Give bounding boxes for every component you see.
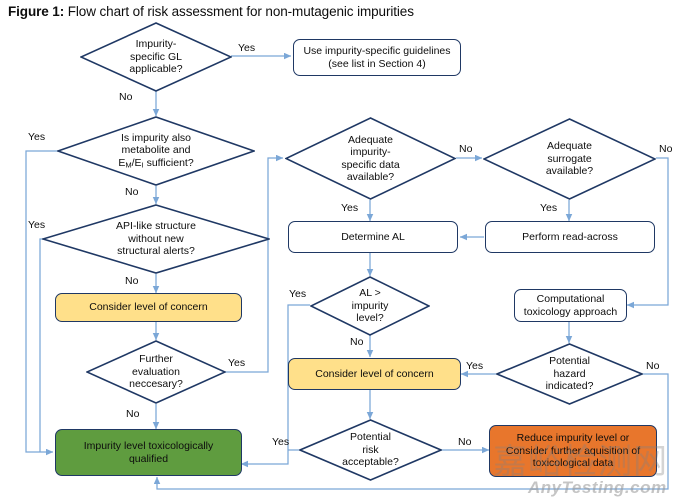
process-label: Impurity level toxicologically qualified [84, 440, 214, 465]
edge-label-api-yes: Yes [28, 219, 46, 231]
line: (see list in Section 4) [328, 57, 426, 70]
process-label: Computational toxicology approach [524, 293, 617, 318]
process-label: Reduce impurity level or Consider furthe… [506, 432, 640, 469]
edge-label-further-yes: Yes [228, 357, 246, 369]
process-determine-al[interactable]: Determine AL [288, 221, 458, 253]
process-label: Use impurity-specific guidelines (see li… [303, 45, 450, 70]
diamond-shape [57, 116, 255, 186]
figure-caption: Figure 1: Flow chart of risk assessment … [8, 4, 414, 19]
decision-api-like-structure[interactable]: API-like structure without new structura… [42, 204, 270, 274]
process-perform-read-across[interactable]: Perform read-across [485, 221, 655, 253]
process-computational-toxicology-approach[interactable]: Computational toxicology approach [514, 289, 627, 322]
decision-potential-hazard-indicated[interactable]: Potential hazard indicated? [496, 343, 643, 405]
diamond-shape [496, 343, 643, 405]
line: Consider further aquisition of [505, 444, 641, 457]
edge-label-further-no: No [126, 408, 140, 420]
edge-label-metabolite-no: No [125, 186, 139, 198]
decision-is-impurity-metabolite[interactable]: Is impurity also metabolite and EM/EI su… [57, 116, 255, 186]
line: Reduce impurity level or [516, 432, 630, 445]
edge-label-risk-no: No [458, 436, 472, 448]
edge-label-surrogate-no: No [659, 143, 673, 155]
process-impurity-level-qualified[interactable]: Impurity level toxicologically qualified [55, 429, 242, 476]
edge-label-hazard-yes: Yes [466, 360, 484, 372]
edge-label-api-no: No [125, 275, 139, 287]
edge-label-gl-yes: Yes [238, 42, 256, 54]
process-reduce-impurity-level[interactable]: Reduce impurity level or Consider furthe… [489, 425, 657, 477]
decision-further-evaluation-necessary[interactable]: Further evaluation neccesary? [86, 340, 226, 404]
diamond-shape [42, 204, 270, 274]
line: Use impurity-specific guidelines [303, 45, 451, 58]
edge-label-gl-no: No [119, 91, 133, 103]
edge-label-al-no: No [350, 336, 364, 348]
line: qualified [128, 452, 169, 465]
process-label: Consider level of concern [89, 301, 208, 314]
decision-adequate-impurity-specific-data[interactable]: Adequate impurity- specific data availab… [285, 117, 456, 200]
edge-label-impdata-no: No [459, 143, 473, 155]
process-consider-level-of-concern-mid[interactable]: Consider level of concern [288, 358, 461, 390]
diamond-shape [483, 118, 656, 200]
diamond-shape [86, 340, 226, 404]
figure-label: Figure 1: [8, 4, 65, 19]
line: Computational [536, 293, 605, 306]
diamond-shape [80, 22, 232, 92]
diamond-shape [299, 419, 442, 481]
decision-al-greater-than-impurity-level[interactable]: AL > impurity level? [310, 276, 430, 336]
decision-potential-risk-acceptable[interactable]: Potential risk acceptable? [299, 419, 442, 481]
edge-label-al-yes: Yes [289, 288, 307, 300]
process-consider-level-of-concern-left[interactable]: Consider level of concern [55, 293, 242, 322]
diamond-shape [285, 117, 456, 200]
edge-label-impdata-yes: Yes [341, 202, 359, 214]
decision-impurity-specific-gl[interactable]: Impurity- specific GL applicable? [80, 22, 232, 92]
line: Impurity level toxicologically [83, 440, 214, 453]
diamond-shape [310, 276, 430, 336]
process-label: Determine AL [341, 230, 405, 243]
edge-label-risk-yes: Yes [272, 436, 290, 448]
edge-label-hazard-no: No [646, 360, 660, 372]
process-label: Consider level of concern [315, 367, 434, 380]
process-label: Perform read-across [522, 230, 618, 243]
decision-adequate-surrogate-available[interactable]: Adequate surrogate available? [483, 118, 656, 200]
figure-caption-text: Flow chart of risk assessment for non-mu… [67, 4, 414, 19]
edge-label-surrogate-yes: Yes [540, 202, 558, 214]
edge-label-metabolite-yes: Yes [28, 131, 46, 143]
line: toxicological data [532, 457, 614, 470]
process-use-impurity-specific-guidelines[interactable]: Use impurity-specific guidelines (see li… [293, 39, 461, 76]
line: toxicology approach [523, 305, 618, 318]
